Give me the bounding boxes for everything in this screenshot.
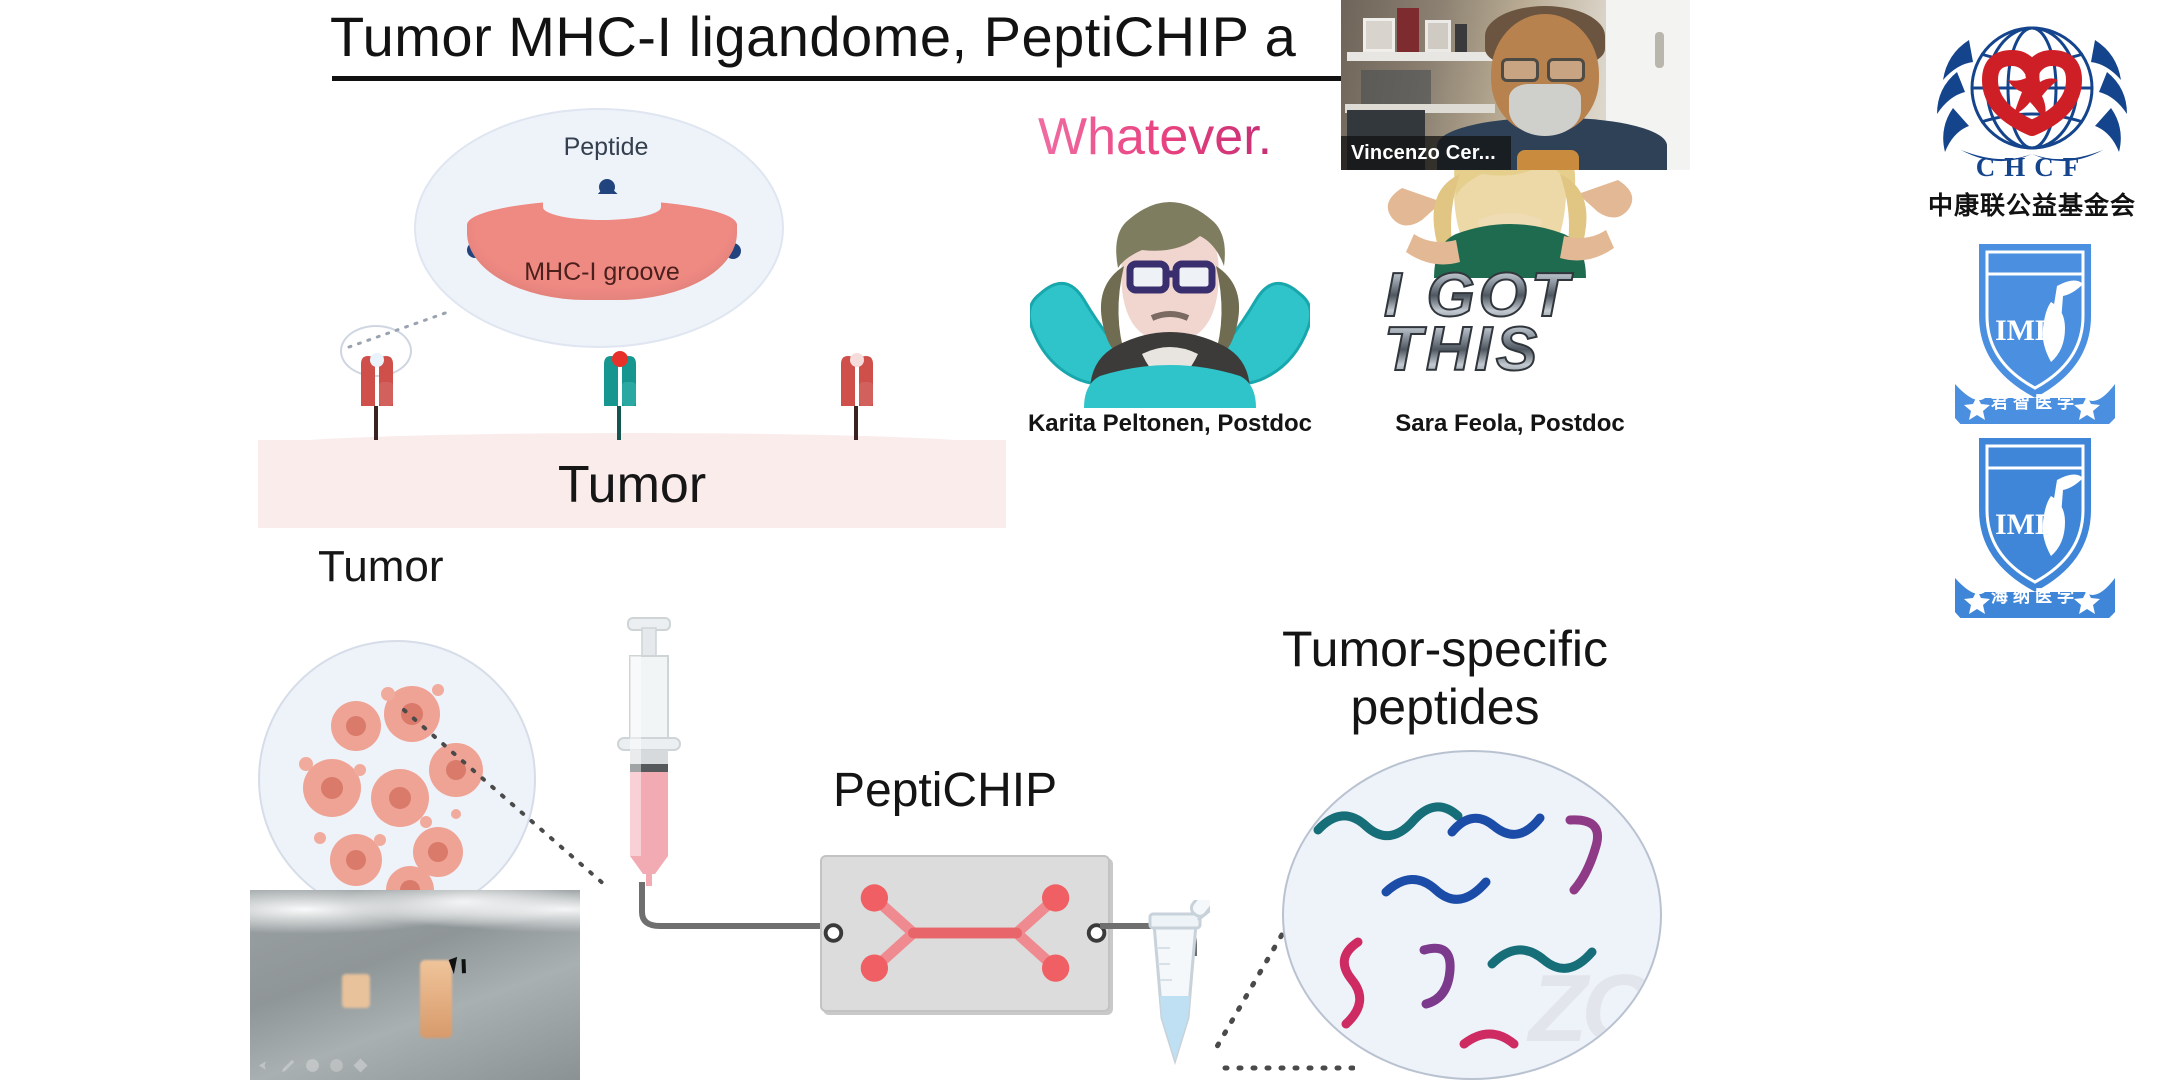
mhc-molecule-red-icon bbox=[361, 353, 393, 440]
bitmoji-karita bbox=[1030, 202, 1310, 408]
shelf-object bbox=[1455, 24, 1467, 52]
shelf-clutter bbox=[1361, 70, 1431, 104]
chcf-logo-icon bbox=[1937, 26, 2127, 162]
glasses-left-lens bbox=[1501, 58, 1539, 82]
highlighter-icon[interactable] bbox=[304, 1057, 321, 1074]
red-book bbox=[1397, 8, 1419, 52]
participant-shirt bbox=[1517, 150, 1579, 170]
photo-frame-2 bbox=[1425, 20, 1451, 52]
mhc-molecule-teal-icon bbox=[604, 351, 636, 440]
tumor-specific-peptides-label: Tumor-specific peptides bbox=[1282, 621, 1608, 735]
collection-tube-icon bbox=[1148, 900, 1210, 1066]
tissue-sample-large bbox=[420, 960, 452, 1038]
title-underline bbox=[332, 76, 1362, 81]
peptide-label: Peptide bbox=[563, 133, 649, 161]
tumor-membrane-label: Tumor bbox=[557, 456, 707, 514]
chcf-acronym: CHCF bbox=[1975, 152, 2089, 182]
sara-credit: Sara Feola, Postdoc bbox=[1395, 410, 1625, 437]
watermark: ZO bbox=[1528, 955, 1656, 1062]
slide-title: Tumor MHC-I ligandome, PeptiCHIP a bbox=[330, 5, 1297, 68]
cells-leader-dots bbox=[402, 708, 608, 888]
photo-inset[interactable] bbox=[250, 890, 580, 1080]
karita-credit: Karita Peltonen, Postdoc bbox=[1027, 410, 1313, 437]
pen-icon[interactable] bbox=[280, 1057, 297, 1074]
annotation-toolbar[interactable] bbox=[252, 1052, 373, 1078]
tissue-sample-small bbox=[342, 974, 370, 1008]
imd-shield-1-chinese-name: 君智医学 bbox=[1991, 393, 2079, 412]
callout-leader-dots bbox=[347, 309, 453, 349]
shelf-upper bbox=[1347, 52, 1497, 61]
cursor-arrow-icon[interactable] bbox=[256, 1057, 273, 1074]
photo-glare bbox=[250, 890, 580, 955]
mhc-groove-label: MHC-I groove bbox=[524, 258, 680, 286]
photo-frame-1 bbox=[1363, 18, 1395, 52]
peptides-circle: ZO bbox=[1282, 750, 1662, 1080]
mhc-molecule-red-icon-2 bbox=[841, 353, 873, 440]
tumor-cells-label: Tumor bbox=[318, 542, 444, 591]
peptichip-label: PeptiCHIP bbox=[833, 764, 1058, 817]
tumor-cells-icon bbox=[299, 684, 483, 914]
shelf-lower bbox=[1345, 104, 1495, 113]
mhc-groove-shape bbox=[467, 194, 737, 300]
tubing-left bbox=[639, 882, 830, 929]
participant-name-label: Vincenzo Cer... bbox=[1341, 136, 1511, 170]
svg-text:THIS: THIS bbox=[1384, 315, 1541, 384]
syringe-icon bbox=[617, 617, 681, 886]
imd-shield-1: IMD 君智医学 bbox=[1955, 228, 2115, 434]
eraser-icon[interactable] bbox=[328, 1057, 345, 1074]
whatever-caption: Whatever. bbox=[1038, 108, 1272, 166]
svg-text:Whatever.: Whatever. bbox=[1038, 108, 1272, 166]
participant-beard bbox=[1509, 84, 1581, 136]
imd-shield-2-chinese-name: 海纳医学 bbox=[1991, 587, 2079, 606]
microfluidic-channel-icon bbox=[823, 884, 1107, 982]
imd-shield-2: IMD 海纳医学 bbox=[1955, 422, 2115, 628]
sponsor-rail: CHCF 中康联公益基金会 IMD 君智医学 bbox=[1905, 0, 2160, 1080]
door-handle bbox=[1655, 32, 1664, 68]
tumor-cells-circle bbox=[258, 640, 536, 918]
presentation-slide: Tumor MHC-I ligandome, PeptiCHIP a Pepti… bbox=[0, 0, 1905, 1080]
imd-shield-2-icon: IMD bbox=[1955, 434, 2115, 628]
chcf-chinese-name: 中康联公益基金会 bbox=[1927, 192, 2136, 220]
shape-icon[interactable] bbox=[352, 1057, 369, 1074]
glasses-right-lens bbox=[1547, 58, 1585, 82]
svg-text:I GOT: I GOT bbox=[1384, 261, 1574, 330]
tumor-membrane-band bbox=[258, 433, 1006, 528]
peptichip-device bbox=[820, 855, 1110, 1012]
imd-shield-1-icon: IMD bbox=[1955, 240, 2115, 434]
peptide-squiggles-icon bbox=[1313, 802, 1602, 1049]
webcam-overlay[interactable]: Vincenzo Cer... bbox=[1341, 0, 1690, 170]
zoom-origin-oval bbox=[340, 325, 412, 377]
